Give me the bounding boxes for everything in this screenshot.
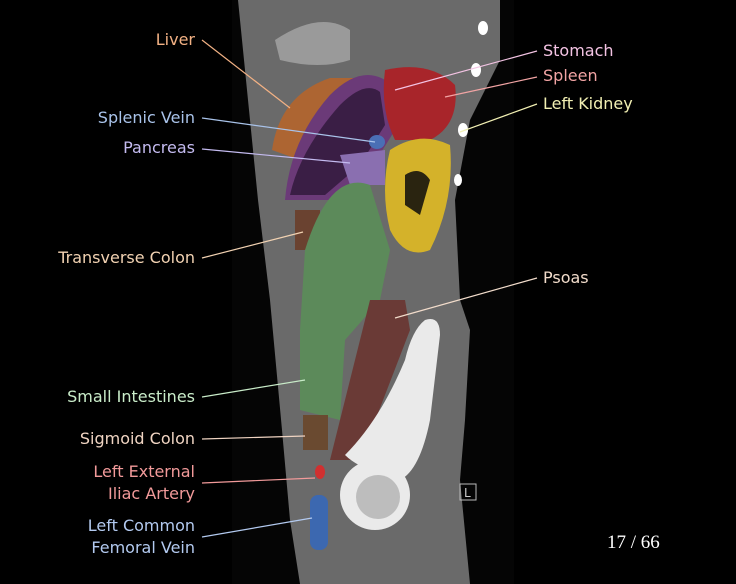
orientation-marker-box bbox=[459, 483, 477, 501]
femoral-vein-leader bbox=[201, 517, 313, 538]
kidney-leader bbox=[459, 103, 538, 133]
slice-counter: 17 / 66 bbox=[607, 532, 660, 553]
label-transverse-colon: Transverse Colon bbox=[58, 248, 195, 267]
label-pancreas: Pancreas bbox=[123, 138, 195, 157]
label-liver: Liver bbox=[155, 30, 195, 49]
label-left-common-femoral-vein: Left Common Femoral Vein bbox=[88, 515, 195, 559]
iliac-artery-leader bbox=[201, 477, 316, 484]
label-left-kidney: Left Kidney bbox=[543, 94, 633, 113]
label-psoas: Psoas bbox=[543, 268, 589, 287]
label-spleen: Spleen bbox=[543, 66, 598, 85]
sigmoid-colon-leader bbox=[201, 435, 306, 440]
label-line-2: Femoral Vein bbox=[91, 538, 195, 557]
orientation-marker: L bbox=[464, 486, 471, 500]
splenic-vein-leader bbox=[201, 117, 376, 143]
label-line-1: Left Common bbox=[87, 516, 195, 535]
liver-leader bbox=[201, 39, 291, 109]
label-stomach: Stomach bbox=[543, 41, 614, 60]
label-line-1: Left External bbox=[93, 462, 195, 481]
label-sigmoid-colon: Sigmoid Colon bbox=[79, 429, 195, 448]
spleen-leader bbox=[444, 76, 538, 98]
pancreas-leader bbox=[201, 148, 351, 164]
label-splenic-vein: Splenic Vein bbox=[97, 108, 195, 127]
label-left-external-iliac-artery: Left External Iliac Artery bbox=[93, 461, 195, 505]
label-line-2: Iliac Artery bbox=[108, 484, 195, 503]
label-small-intestines: Small Intestines bbox=[67, 387, 195, 406]
small-intestines-leader bbox=[201, 379, 306, 398]
psoas-leader bbox=[394, 277, 538, 319]
stomach-leader bbox=[394, 50, 538, 91]
transverse-colon-leader bbox=[201, 231, 304, 259]
